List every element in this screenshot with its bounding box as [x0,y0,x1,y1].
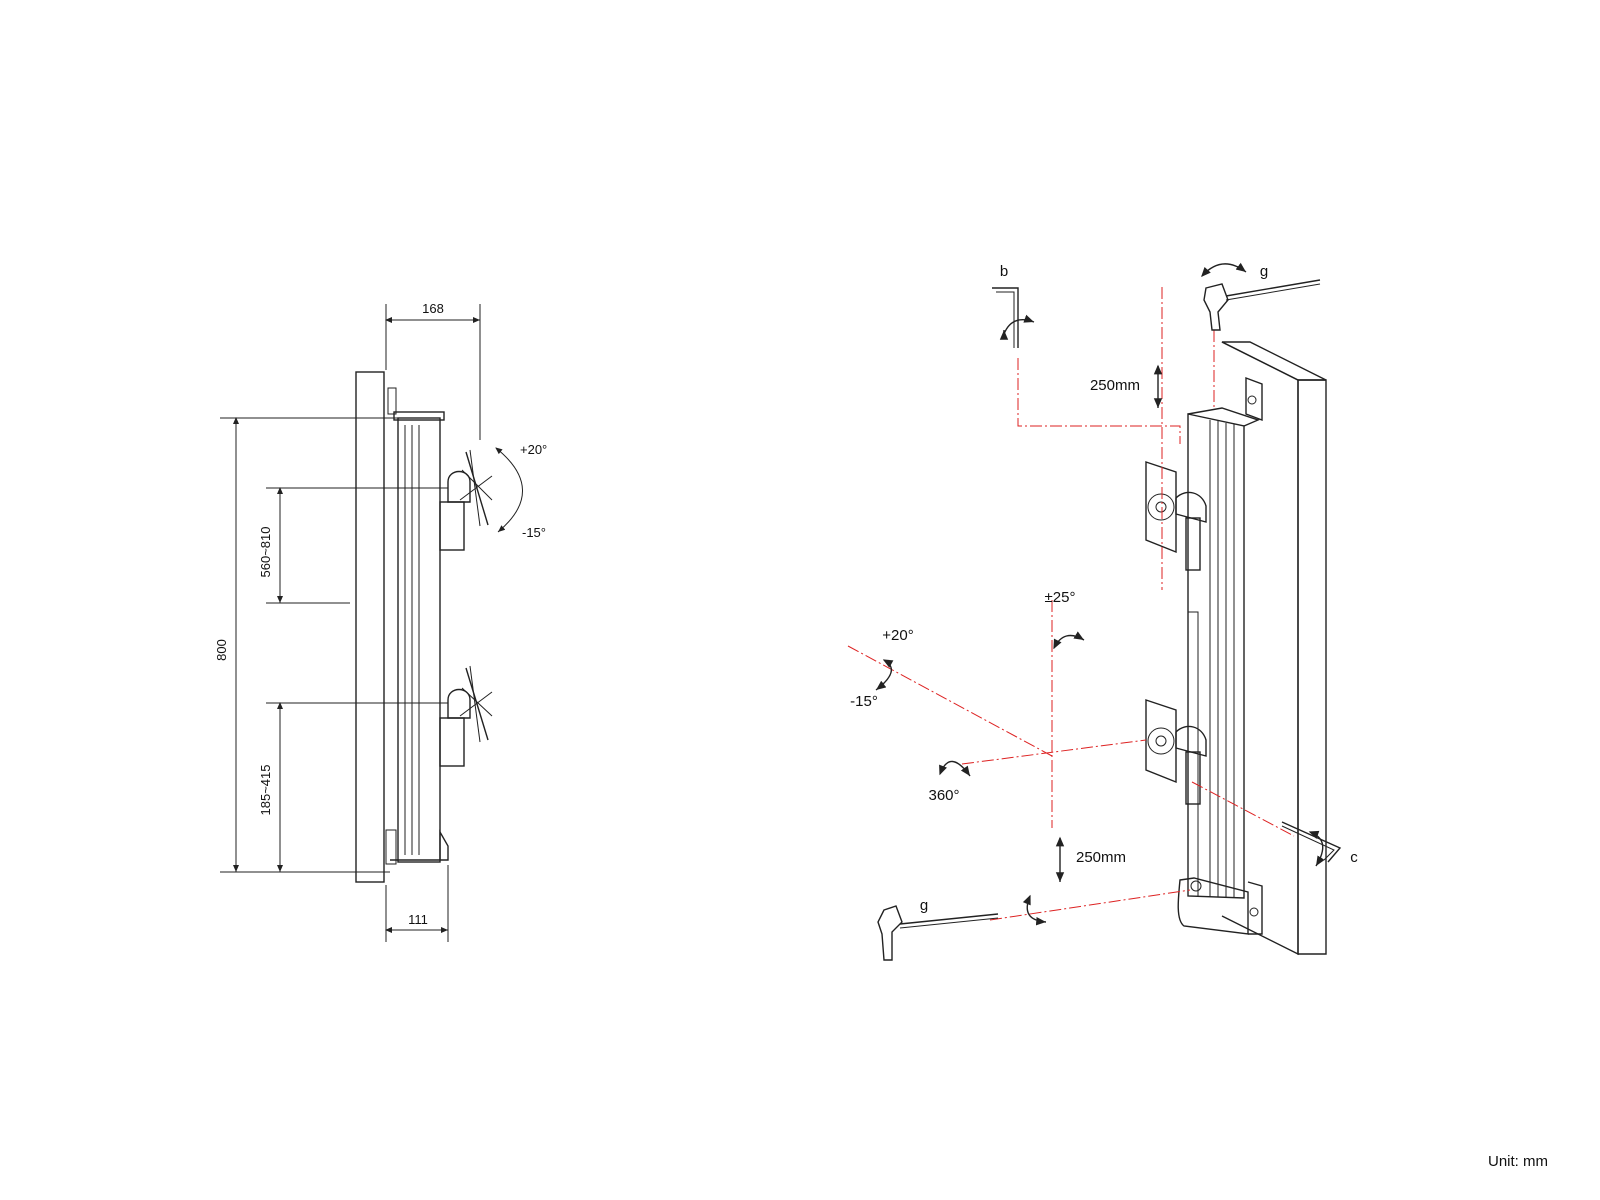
tool-b-icon [992,287,1035,348]
tilt-arc-side [495,447,523,533]
lower-plate-iso [1145,699,1207,805]
slide-top-label: 250mm [1090,377,1140,394]
rotate-label: 360° [928,787,959,804]
label-g-bottom: g [920,897,928,914]
label-g-top: g [1260,263,1268,280]
side-view: 168 111 800 560~810 185~415 +20° -15° [214,301,547,942]
tool-g-top-icon [1201,262,1321,331]
tilt-down-iso: -15° [850,693,878,710]
wall-iso [1221,341,1327,956]
upper-plate-iso [1145,461,1207,571]
red-guides [847,287,1295,921]
column-side [397,417,441,863]
tilt-arrow-iso [875,659,894,691]
unit-label: Unit: mm [1488,1153,1548,1170]
column-foot-iso [1177,877,1249,935]
tilt-up-side: +20° [520,442,547,457]
dim-185-415: 185~415 [258,765,273,816]
slide-bottom-label: 250mm [1076,849,1126,866]
column-iso [1177,376,1263,935]
rotate-arrow [939,760,971,777]
label-c: c [1350,849,1358,866]
lower-plate-side [447,665,493,743]
tilt-up-iso: +20° [882,627,913,644]
swivel-arrow [1053,631,1085,650]
dim-560-810: 560~810 [258,527,273,578]
lower-arm-side [439,717,465,767]
tilt-down-side: -15° [522,525,546,540]
dim-111: 111 [408,912,428,927]
label-b: b [1000,263,1008,280]
upper-arm-side [439,501,465,551]
upper-plate-side [447,449,493,527]
iso-view: b g 250mm ±25° +20° -15° 360° 250mm [847,262,1358,961]
tool-c-icon [1281,821,1342,867]
dim-168: 168 [422,301,444,316]
wall-side [355,371,385,883]
dim-800: 800 [214,639,229,661]
swivel-label: ±25° [1045,589,1076,606]
tool-g-bottom-icon [877,894,1047,961]
